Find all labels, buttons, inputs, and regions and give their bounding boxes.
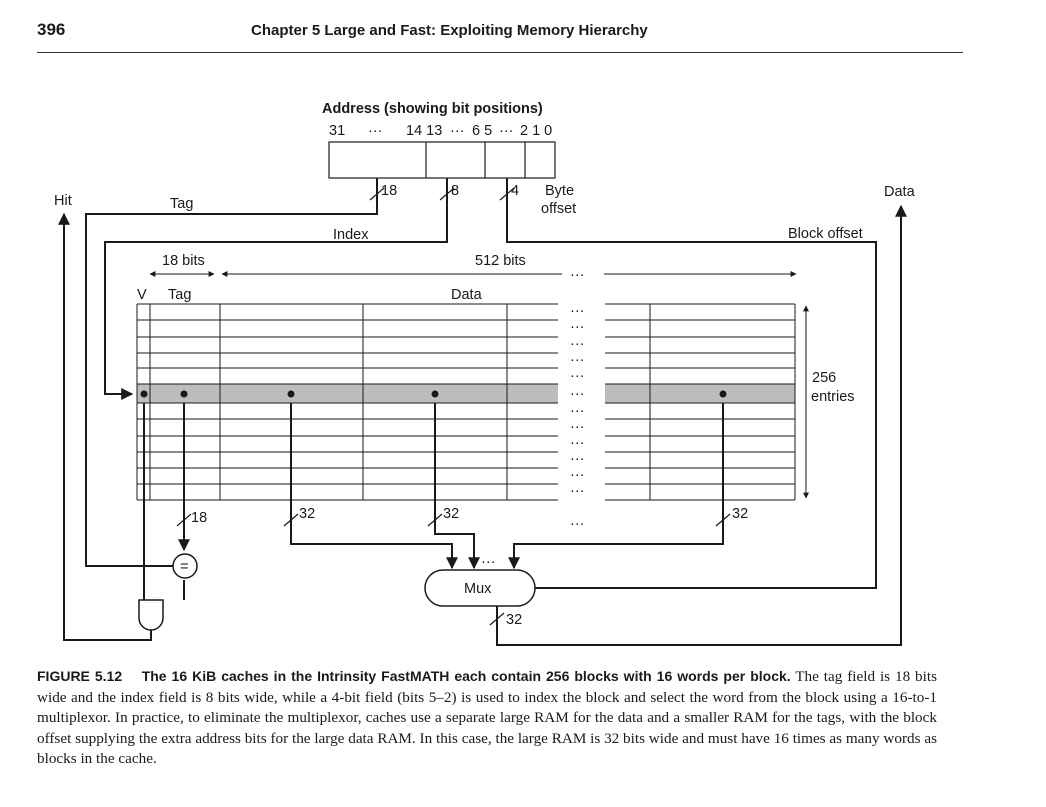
address-register (328, 141, 556, 179)
offset-label: offset (541, 201, 576, 217)
bit-dots-2: ··· (450, 123, 465, 139)
svg-text:···: ··· (570, 368, 585, 384)
svg-text:···: ··· (570, 483, 585, 499)
bit-31-label: 31 (329, 123, 345, 139)
caption-label: FIGURE 5.12 (37, 668, 123, 684)
svg-text:···: ··· (570, 352, 585, 368)
data-bits-dots: ··· (570, 267, 585, 283)
wires (58, 178, 907, 646)
svg-text:···: ··· (570, 386, 585, 402)
svg-text:···: ··· (570, 419, 585, 435)
page-header: 396 Chapter 5 Large and Fast: Exploiting… (37, 20, 963, 53)
compare-bus-width: 18 (191, 510, 207, 526)
comparator (172, 553, 198, 579)
bus-slashes (176, 187, 731, 626)
index-label: Index (333, 227, 369, 243)
tag-label: Tag (170, 196, 193, 212)
and-gate (138, 599, 164, 631)
bit-2-1-0-label: 2 1 0 (520, 123, 552, 139)
data-column-header: Data (451, 287, 483, 303)
figure-caption: FIGURE 5.12 The 16 KiB caches in the Int… (37, 666, 937, 770)
valid-column-header: V (137, 287, 147, 303)
byte-label: Byte (545, 183, 574, 199)
page-number: 396 (37, 20, 66, 39)
tap-dots (140, 390, 727, 398)
svg-text:···: ··· (570, 467, 585, 483)
svg-text:···: ··· (481, 554, 496, 570)
mux: ··· Mux (424, 554, 536, 607)
address-title: Address (showing bit positions) (322, 101, 543, 117)
svg-text:···: ··· (570, 303, 585, 319)
svg-text:···: ··· (570, 403, 585, 419)
offset-width-label: 4 (511, 183, 519, 199)
mux-label: Mux (464, 581, 492, 597)
tag-column-header: Tag (168, 287, 191, 303)
word-bus-width-3: 32 (732, 506, 748, 522)
svg-text:···: ··· (570, 319, 585, 335)
chapter-title: Chapter 5 Large and Fast: Exploiting Mem… (251, 22, 648, 39)
tag-bits-label: 18 bits (162, 253, 205, 269)
block-offset-label: Block offset (788, 226, 863, 242)
cache-array: ········· ········· ········· ········· … (136, 303, 796, 532)
bit-14-13-label: 14 13 (406, 123, 442, 139)
word-bus-width-2: 32 (443, 506, 459, 522)
bit-dots-1: ··· (368, 123, 383, 139)
word-bus-width-1: 32 (299, 506, 315, 522)
selected-row-left (137, 384, 558, 403)
svg-text:···: ··· (570, 336, 585, 352)
comparator-symbol: = (180, 559, 188, 575)
caption-body: The tag field is 18 bits wide and the in… (37, 668, 937, 768)
entries-count: 256 (812, 370, 836, 386)
index-width-label: 8 (451, 183, 459, 199)
data-output-label: Data (884, 184, 916, 200)
output-bus-width: 32 (506, 612, 522, 628)
bit-dots-3: ··· (499, 123, 514, 139)
svg-text:···: ··· (570, 451, 585, 467)
hit-label: Hit (54, 193, 72, 209)
entries-label: entries (811, 389, 855, 405)
svg-text:···: ··· (570, 435, 585, 451)
selected-row-right (605, 384, 795, 403)
bit-6-5-label: 6 5 (472, 123, 492, 139)
tag-width-label: 18 (381, 183, 397, 199)
caption-title: The 16 KiB caches in the Intrinsity Fast… (141, 668, 791, 684)
svg-text:···: ··· (570, 516, 585, 532)
data-bits-label: 512 bits (475, 253, 526, 269)
cache-diagram: Address (showing bit positions) 31 ··· 1… (54, 101, 916, 646)
